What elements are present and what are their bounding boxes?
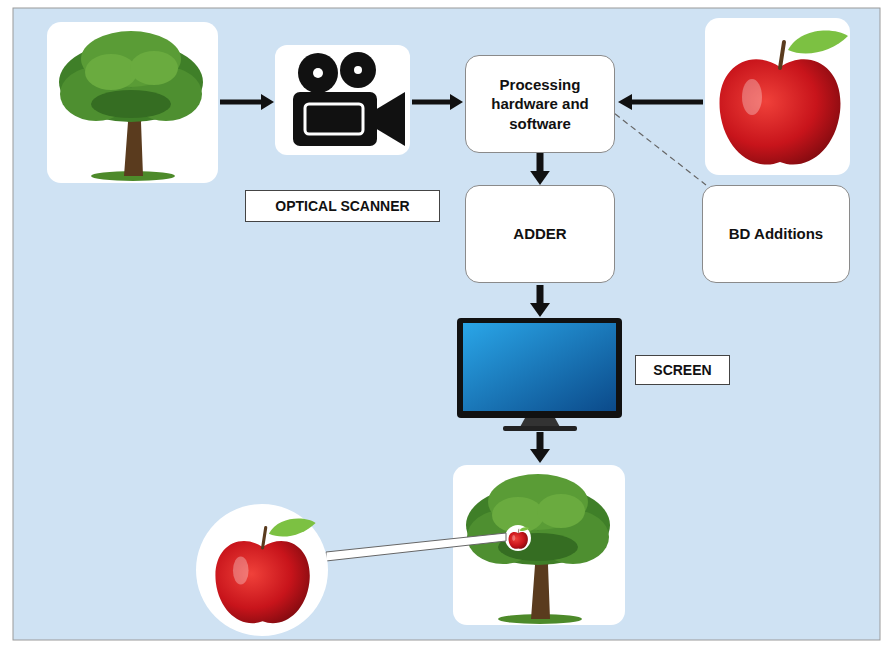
- node-text: BD Additions: [729, 224, 823, 244]
- process-box: ADDER: [465, 185, 615, 283]
- process-box: Processing hardware and software: [465, 55, 615, 153]
- label-box: OPTICAL SCANNER: [245, 190, 440, 222]
- arrow-head: [530, 171, 550, 185]
- node-text: ADDER: [513, 224, 566, 244]
- node-text: OPTICAL SCANNER: [275, 198, 409, 214]
- node-text: Processing hardware and software: [476, 75, 604, 134]
- connector: [615, 114, 706, 185]
- label-box: SCREEN: [635, 355, 730, 385]
- node-text: SCREEN: [653, 362, 711, 378]
- connector: [537, 153, 544, 171]
- process-box: BD Additions: [702, 185, 850, 283]
